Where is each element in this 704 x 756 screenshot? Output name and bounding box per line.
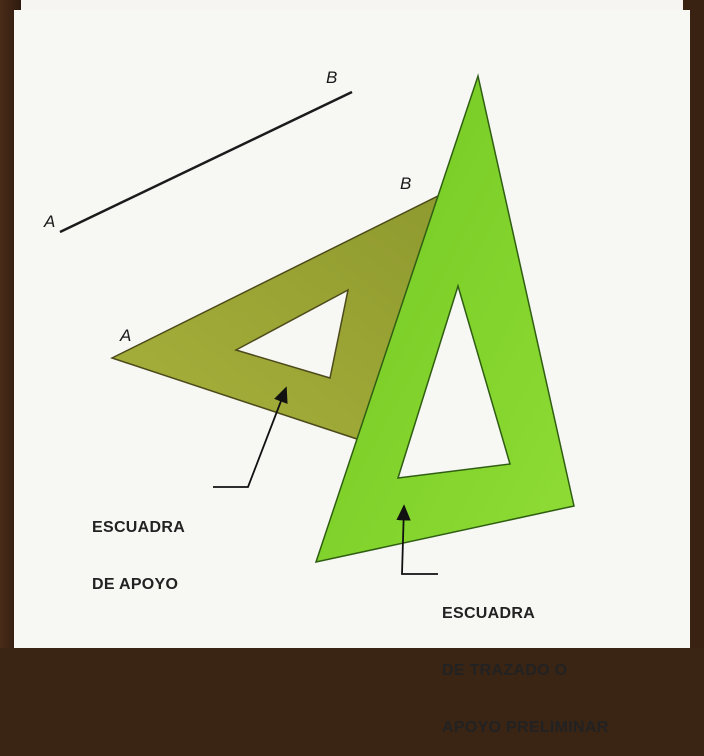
support-square-label: ESCUADRA DE APOYO	[92, 480, 185, 613]
drawing-label-line-3: APOYO PRELIMINAR	[442, 719, 609, 736]
square-point-b-label: B	[400, 174, 412, 193]
support-label-line-1: ESCUADRA	[92, 519, 186, 536]
segment-ab	[59, 90, 353, 234]
support-leader-line	[213, 386, 288, 488]
drawing-label-line-2: DE TRAZADO O	[442, 662, 568, 679]
drawing-square-label: ESCUADRA DE TRAZADO O APOYO PRELIMINAR	[442, 566, 609, 756]
line-point-a-label: A	[44, 212, 56, 231]
support-label-line-2: DE APOYO	[92, 576, 179, 593]
drawing-set-square	[314, 73, 575, 564]
drawing-label-line-1: ESCUADRA	[442, 605, 536, 622]
diagram-canvas	[59, 73, 575, 575]
line-point-b-label: B	[326, 68, 338, 87]
square-point-a-label: A	[120, 326, 132, 345]
drawing-leader-line	[396, 504, 438, 575]
